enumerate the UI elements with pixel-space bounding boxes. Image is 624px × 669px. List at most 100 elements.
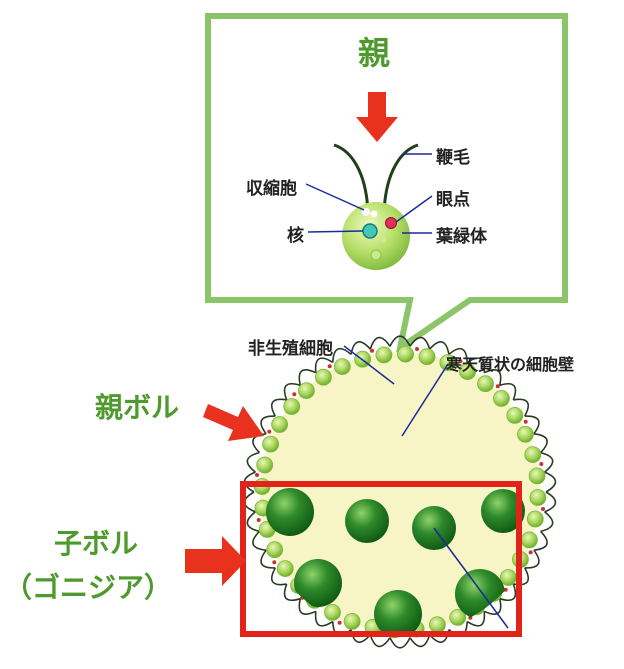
colony-surface-cell [256,456,274,474]
colony-flagellum-loop [260,549,276,569]
colony-surface-cell [529,489,547,506]
colony-flagellum-loop [540,511,554,533]
colony-eyespot-dot [337,620,342,625]
colony-surface-cell [324,604,341,621]
colony-surface-cell [506,406,524,424]
colony-surface-cell [283,398,301,415]
colony-eyespot-dot [256,518,261,522]
colony-surface-cell [499,569,517,586]
label-flagella: 鞭毛 [436,148,470,168]
colony-eyespot-dot [255,473,259,477]
callout-box [205,13,568,355]
pointer-contractile-vacuole [305,183,365,211]
label-daughter-colony-line1: 子ボル [54,527,139,560]
colony-flagellum-loop [369,336,391,350]
gonidium [266,488,314,536]
daughter-colony-arrow [185,536,246,586]
colony-flagellum-loop [533,530,548,551]
gonidium [374,590,422,636]
label-parent-colony: 親ボル [95,391,180,424]
colony-surface-cell [439,354,457,372]
colony-surface-cell [262,435,280,453]
label-non-reproductive-cell: 非生殖細胞 [248,339,333,359]
gonidium [481,489,525,533]
colony-flagellum-loop [246,451,260,473]
colony-eyespot-dot [327,364,332,369]
colony-eyespot-dot [370,348,374,353]
colony-flagellum-loop [499,583,517,602]
colony-flagellum-loop [283,583,301,602]
colony-flagellum-loop [409,634,431,648]
colony-flagellum-loop [243,491,256,513]
colony-surface-cell [528,467,546,485]
colony-flagellum-loop [429,341,450,355]
colony-surface-cell [459,363,476,381]
pointer-gelatinous-wall [401,363,449,437]
colony-flagellum-loop [283,382,301,401]
colony-flagellum-loop [270,567,287,586]
colony-flagellum-loop [483,598,502,615]
colony-surface-cell [343,613,361,630]
colony-surface-cell [333,358,351,376]
colony-flagellum-loop [246,511,260,533]
colony-surface-cell [517,425,534,443]
cell-granule-2 [380,237,386,243]
colony-surface-cell [428,616,446,634]
nucleus [362,223,378,239]
colony-surface-cell [524,446,542,464]
colony-surface-cell [314,368,332,386]
colony-flagellum-loop [524,549,540,569]
pointer-non-reproductive-cell [343,345,395,385]
colony-surface-cell [521,531,538,549]
colony-flagellum-loop [483,369,502,386]
colony-flagellum-loop [298,598,317,615]
gonidia-group [266,488,525,636]
colony-flagellum-loop [499,382,517,401]
colony-flagellum-loop [389,637,411,649]
colony-flagellum-loop [298,369,317,386]
colony-flagellum-loop [270,398,287,417]
colony-body [260,352,540,632]
cell-granule-1 [370,249,382,261]
label-gelatinous-wall: 寒天質状の細胞壁 [446,355,575,374]
colony-eyespot-dot [415,347,419,351]
label-eyespot: 眼点 [436,190,470,210]
colony-eyespot-dot [495,384,500,389]
label-daughter-colony-line2: （ゴニジア） [4,571,173,604]
colony-flagellum-loop [369,634,391,648]
colony-flagellum-loop [252,530,267,551]
colony-eyespot-dot [272,560,277,565]
colony-surface-cell [397,345,414,363]
pointer-nucleus [307,230,364,233]
eyespot [385,217,397,229]
colony-eyespot-dot [292,392,297,397]
colony-surface-cell [276,560,294,577]
colony-flagellum-loop [533,433,548,454]
colony-surface-cell [492,389,510,407]
colony-flagellum-loop [466,357,486,373]
colony-flagellum-loop [314,611,334,627]
colony-flagellum-loop [389,335,411,347]
gonidium [294,559,342,607]
colony-flagellum-loop [332,347,352,363]
colony-surface-cell [477,375,494,393]
callout-title: 親 [358,34,391,72]
colony-eyespot-dot [528,550,533,555]
colony-eyespot-dot [267,429,272,434]
colony-flagellum-loop [540,451,554,473]
colony-eyespot-dot [523,419,528,424]
colony-flagellum-loop [260,415,276,435]
colony-flagellum-loop [448,347,468,363]
colony-surface-cell [271,416,289,433]
pointer-eyespot [395,195,433,223]
parent-colony-arrow [203,404,264,441]
colony-surface-cell [266,541,284,559]
colony-flagellum-loop [409,336,431,350]
colony-surface-cell [449,609,467,626]
colony-surface-cell [375,346,393,364]
label-chloroplast: 葉緑体 [436,227,487,247]
label-contractile-vacuole: 収縮胞 [246,179,297,199]
label-nucleus: 核 [287,226,304,246]
contractile-vacuole-2 [370,210,378,218]
